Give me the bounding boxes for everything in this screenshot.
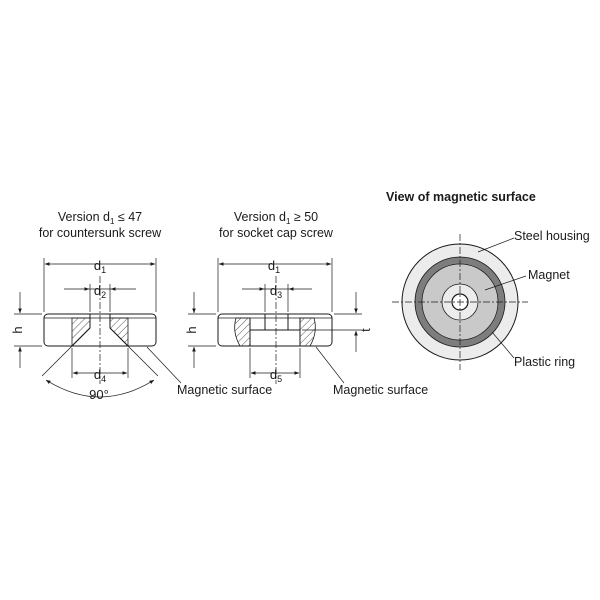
countersunk-version-view: Version d1 ≤ 47 for countersunk screw d1…: [10, 210, 272, 402]
left-view-title-line1: Version d1 ≤ 47: [58, 210, 142, 226]
dim-d1-left: d1: [94, 258, 106, 275]
dim-d1-middle: d1: [268, 258, 280, 275]
plastic-ring-label: Plastic ring: [514, 355, 575, 369]
steel-housing-label: Steel housing: [514, 229, 590, 243]
right-view-title: View of magnetic surface: [386, 190, 536, 204]
socket-cap-version-view: Version d1 ≥ 50 for socket cap screw d1 …: [184, 210, 428, 397]
dim-d3: d3: [270, 283, 282, 300]
socket-hatched-section-left: [234, 317, 251, 347]
dim-d5: d5: [270, 367, 282, 384]
magnet-label: Magnet: [528, 268, 570, 282]
middle-view-title-line2: for socket cap screw: [219, 226, 334, 240]
dim-angle: 90°: [89, 387, 109, 402]
middle-view-title-line1: Version d1 ≥ 50: [234, 210, 318, 226]
dim-d4: d4: [94, 367, 106, 384]
countersunk-hatched-section-right: [109, 317, 129, 347]
magnetic-surface-view: View of magnetic surface Steel housing M…: [386, 190, 590, 370]
countersunk-hatched-section-left: [71, 317, 91, 347]
dim-h-left: h: [10, 326, 25, 333]
dim-d2: d2: [94, 283, 106, 300]
dim-h-middle: h: [184, 326, 199, 333]
left-magnetic-surface-label: Magnetic surface: [177, 383, 272, 397]
left-view-title-line2: for countersunk screw: [39, 226, 162, 240]
dim-t: t: [358, 328, 373, 332]
middle-magnetic-surface-label: Magnetic surface: [333, 383, 428, 397]
socket-hatched-section-right: [299, 317, 316, 347]
